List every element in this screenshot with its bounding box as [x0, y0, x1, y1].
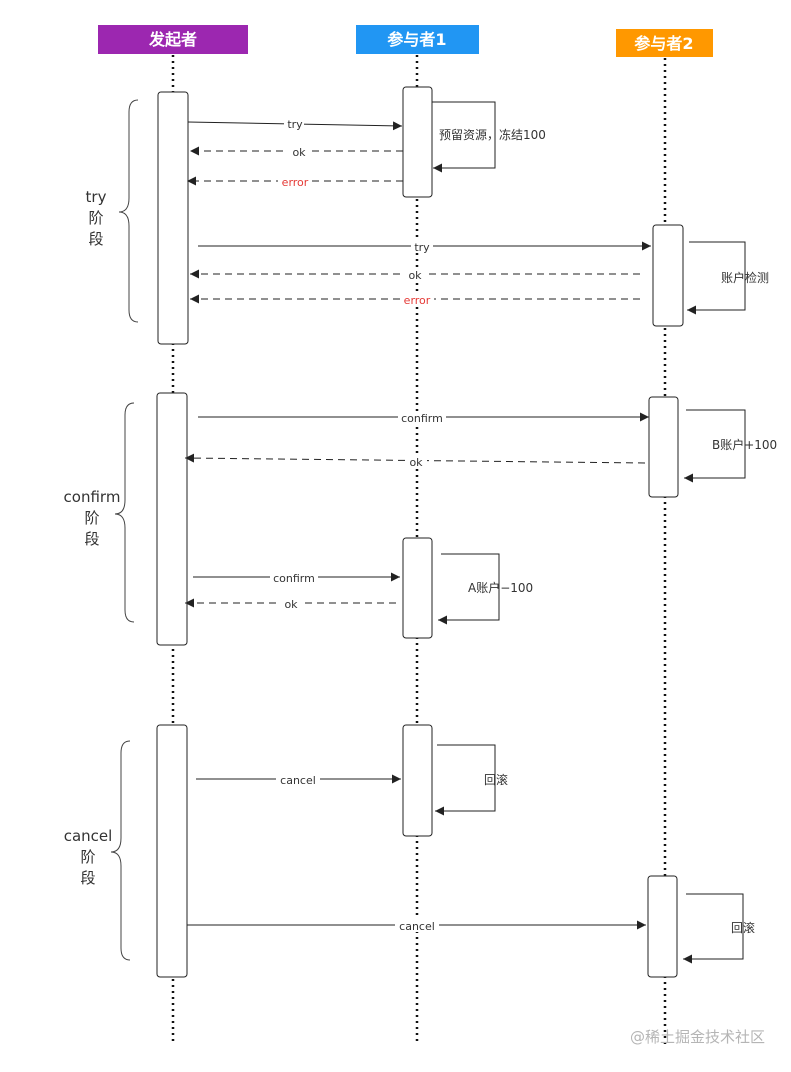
self-loop-p1-cancel	[435, 744, 496, 816]
phase-confirm-line1: confirm	[64, 488, 121, 506]
msg-try-to-p2-label: try	[414, 241, 430, 254]
activation-p2-confirm	[648, 396, 679, 498]
activation-p2-try	[652, 224, 684, 327]
participant-p1-label: 参与者1	[387, 30, 446, 49]
self-loop-p1-try	[432, 101, 496, 173]
phase-try-line1: try	[86, 188, 107, 206]
participant-initiator-header	[98, 25, 248, 54]
phase-cancel-line1: cancel	[64, 827, 113, 845]
phase-try-line3: 段	[88, 230, 103, 248]
brace-confirm	[114, 402, 135, 623]
msg-cancel-to-p2-label: cancel	[399, 920, 435, 933]
phase-cancel-line2: 阶	[80, 848, 95, 866]
phase-confirm-line2: 阶	[84, 509, 99, 527]
msg-error-from-p2-label: error	[404, 294, 431, 307]
participant-p2-header	[616, 29, 713, 57]
note-p2-try: 账户检测	[721, 270, 769, 285]
msg-confirm-ok-from-p1-label: ok	[284, 598, 298, 611]
msg-cancel-to-p1-label: cancel	[280, 774, 316, 787]
participant-p1-header	[356, 25, 479, 54]
watermark: @稀土掘金技术社区	[630, 1028, 765, 1046]
participant-initiator-label: 发起者	[148, 30, 197, 49]
msg-confirm-ok-from-p2-label: ok	[409, 456, 423, 469]
msg-confirm-to-p2-label: confirm	[401, 412, 443, 425]
activation-initiator-confirm	[156, 392, 188, 646]
self-loop-p2-confirm	[684, 409, 746, 483]
phase-try-line2: 阶	[88, 209, 103, 227]
activation-p1-confirm	[402, 537, 433, 639]
brace-cancel	[110, 740, 131, 961]
note-p2-confirm: B账户+100	[712, 437, 777, 452]
phase-confirm-line3: 段	[84, 530, 99, 548]
self-loop-p2-try	[687, 241, 746, 315]
phase-cancel-line3: 段	[80, 869, 95, 887]
brace-try	[118, 99, 139, 323]
activation-p1-try	[402, 86, 433, 198]
activation-p2-cancel	[647, 875, 678, 978]
self-loop-p1-confirm	[438, 553, 500, 625]
msg-ok-from-p2-label: ok	[408, 269, 422, 282]
note-p1-try: 预留资源，冻结100	[439, 127, 546, 142]
activation-initiator-cancel	[156, 724, 188, 978]
note-p1-cancel: 回滚	[484, 772, 508, 787]
msg-try-to-p1-label: try	[287, 118, 303, 131]
self-loop-p2-cancel	[683, 893, 744, 964]
activation-p1-cancel	[402, 724, 433, 837]
participant-p2-label: 参与者2	[634, 34, 693, 53]
activation-initiator-try	[157, 91, 189, 345]
msg-confirm-to-p1-label: confirm	[273, 572, 315, 585]
msg-error-from-p1-label: error	[282, 176, 309, 189]
note-p2-cancel: 回滚	[731, 920, 755, 935]
msg-ok-from-p1-label: ok	[292, 146, 306, 159]
note-p1-confirm: A账户−100	[468, 580, 533, 595]
